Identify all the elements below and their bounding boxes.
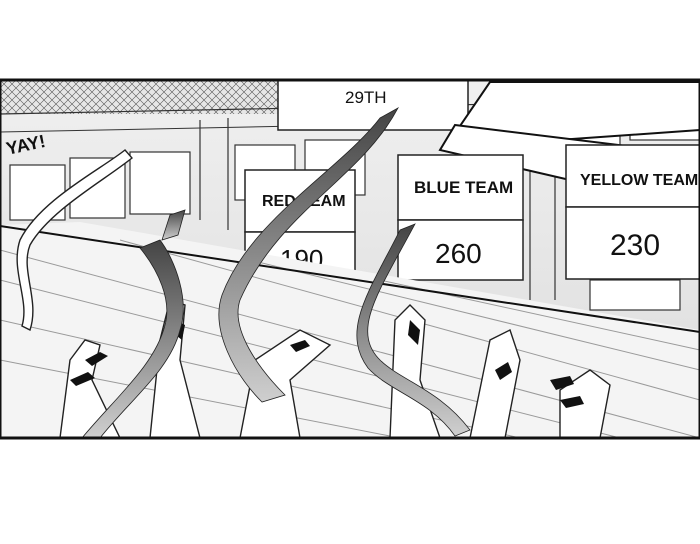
- crowd-divider: [0, 225, 700, 333]
- team-score-yellow: 230: [610, 229, 660, 262]
- scoreboard-yellow: YELLOW TEAM 230: [565, 144, 700, 280]
- panel-content: 29TH RED TEAM 190 BLUE TEAM 260 YELLOW T…: [0, 80, 700, 438]
- white-streamer: [16, 149, 134, 331]
- team-label-blue: BLUE TEAM: [414, 178, 513, 197]
- banner-text: 29TH: [345, 88, 387, 107]
- scoreboard-blue: BLUE TEAM 260: [397, 154, 524, 281]
- confetti-ribbons: [81, 106, 471, 438]
- team-label-yellow: YELLOW TEAM: [580, 172, 698, 189]
- panel-border: [0, 78, 700, 440]
- event-banner: 29TH: [277, 80, 469, 131]
- chain-fence: [0, 80, 290, 114]
- team-score-blue: 260: [435, 238, 482, 269]
